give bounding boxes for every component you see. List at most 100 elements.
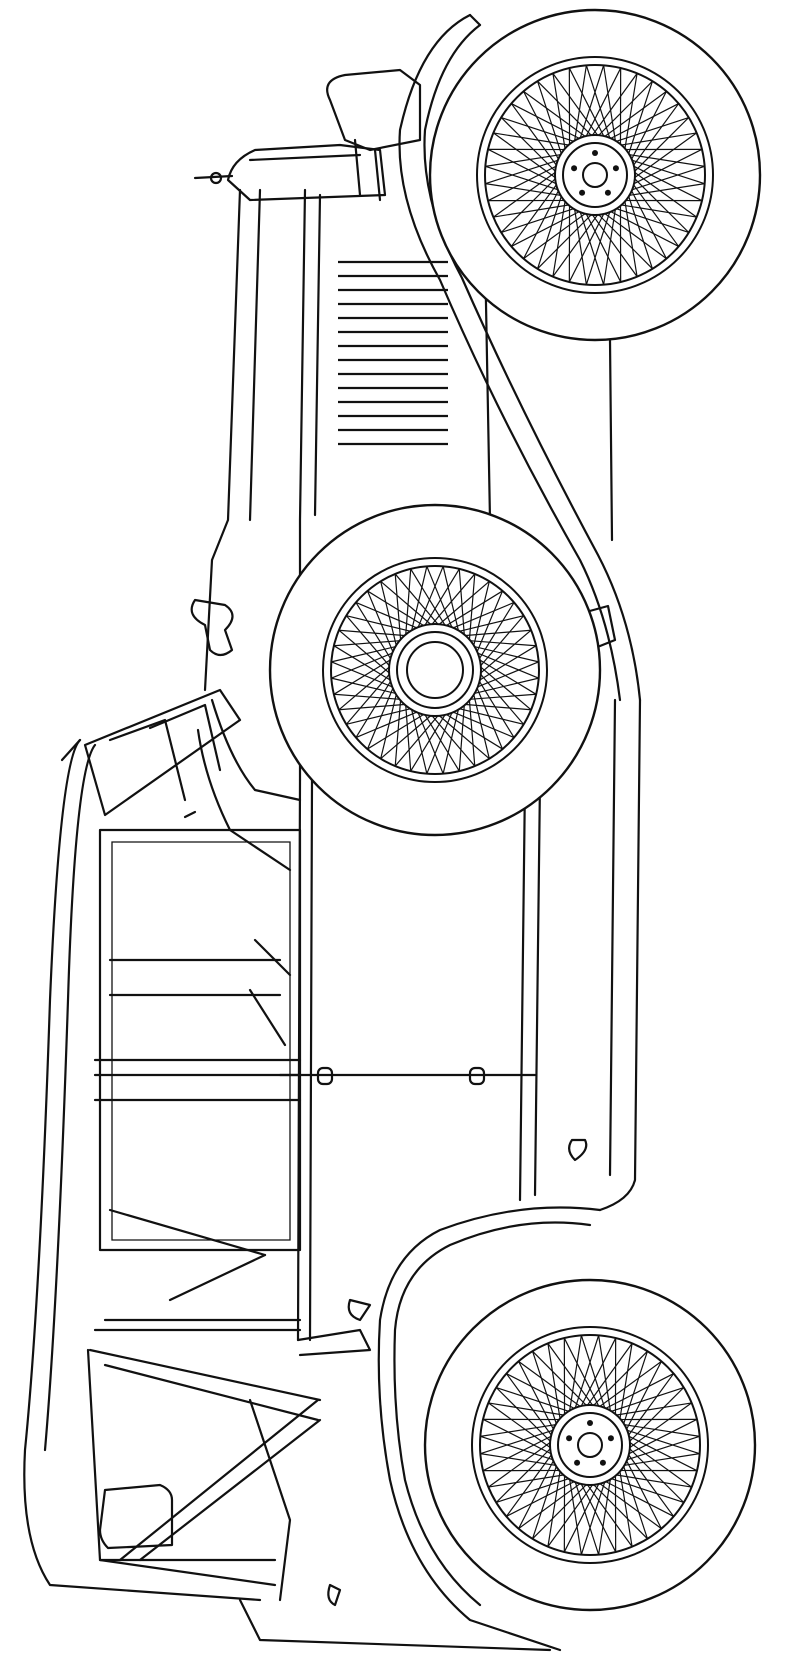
- wheel-spoke: [627, 159, 705, 184]
- wheel-spoke: [590, 1481, 647, 1539]
- wheel-bolt: [587, 1420, 593, 1426]
- door-hinge: [185, 812, 195, 817]
- wheel-spoke: [619, 1466, 632, 1546]
- front-fender-inner: [424, 25, 640, 700]
- wheel-bolt: [574, 1459, 581, 1466]
- wheel-spoke: [395, 695, 401, 766]
- wheel-spoke: [496, 1477, 573, 1502]
- headlamp-bar-2: [375, 150, 380, 200]
- door-frame-inner: [112, 842, 290, 1240]
- wheel-spoke: [339, 630, 410, 636]
- wheel-spoke: [624, 184, 705, 197]
- door-frame-outer: [100, 830, 300, 1250]
- wheel-spoke: [506, 1451, 554, 1517]
- wheel-spoke: [595, 81, 652, 139]
- wheel-spoke: [624, 196, 637, 276]
- front-fender-outer: [400, 15, 621, 700]
- rear-window: [100, 1485, 172, 1548]
- frame-rail: [610, 340, 612, 540]
- side-lamp: [192, 600, 233, 655]
- rear-quarter-step: [298, 1330, 370, 1355]
- wheel-spoke: [631, 118, 689, 175]
- wheel-spoke: [367, 591, 428, 629]
- wheel-spoke: [472, 651, 538, 678]
- wheel-spoke: [586, 207, 611, 285]
- wheel-spoke: [356, 677, 394, 738]
- wheel-spoke: [405, 700, 410, 771]
- wheel-bolt: [607, 1435, 614, 1442]
- top-inner-line: [45, 745, 95, 1450]
- wheel-spoke: [631, 169, 697, 217]
- wheel-spoke: [465, 640, 536, 645]
- wheel-spoke: [611, 118, 688, 143]
- wheel-spoke: [476, 602, 514, 663]
- wheel-spoke: [454, 707, 524, 724]
- wheel-spoke: [472, 581, 489, 651]
- hood-section: [195, 70, 490, 780]
- wheel-spoke: [410, 704, 427, 774]
- wheel-spoke: [579, 1479, 616, 1552]
- tail-lamp: [328, 1585, 340, 1605]
- wheel-hub-cap: [583, 163, 607, 187]
- wheel-spoke: [599, 1335, 612, 1416]
- wheel-spoke: [480, 1436, 558, 1461]
- wheel-rim: [323, 558, 547, 782]
- wheel-spoke: [624, 154, 705, 167]
- wheel-bolt: [604, 189, 611, 196]
- wheel-spoke: [579, 1338, 616, 1411]
- wheel-spoke: [346, 670, 393, 724]
- wheel-spoke: [574, 65, 587, 146]
- wheel-spoke: [616, 133, 696, 146]
- wheel-spoke: [488, 1474, 568, 1487]
- wheel-spoke: [443, 566, 460, 636]
- rear-seat-diag-2: [170, 1255, 265, 1300]
- wheel-spoke: [533, 1481, 590, 1539]
- wheel-spoke: [626, 1388, 684, 1445]
- wheel-spoke: [533, 1351, 558, 1428]
- wheel-spoke: [626, 1374, 674, 1440]
- wheel-spoke: [553, 211, 601, 277]
- wheel-spoke: [595, 211, 652, 269]
- wheel-spoke: [442, 711, 503, 749]
- top-front-tip: [62, 740, 80, 760]
- wheel-bolt: [612, 165, 619, 172]
- rear-fender: [379, 1208, 600, 1651]
- wheel-spoke: [604, 204, 617, 285]
- wheel-spoke: [548, 1343, 561, 1423]
- windscreen-strut-2: [150, 705, 220, 770]
- wheel-spoke: [622, 1351, 647, 1428]
- wheel-spoke: [488, 1439, 554, 1487]
- wheel-spoke: [480, 1429, 558, 1454]
- wheel-spoke: [381, 581, 435, 628]
- wheel-spoke: [624, 1456, 661, 1529]
- seat-diagonal-2: [255, 940, 290, 975]
- wheel-spoke: [589, 211, 637, 277]
- wheel-spoke: [511, 104, 584, 141]
- running-board-outer: [600, 700, 640, 1210]
- wheel-spoke: [519, 1361, 585, 1409]
- wheel-spoke: [483, 1419, 556, 1456]
- wheel-spoke: [601, 91, 667, 139]
- wheel-spoke: [493, 204, 573, 217]
- wheel-hub-cap: [578, 1433, 602, 1457]
- wheel-spoke: [584, 68, 621, 141]
- wheel-spoke: [381, 689, 398, 759]
- wheel-spoke: [538, 81, 563, 158]
- wheel-spoke: [626, 1451, 674, 1517]
- running-board-inner: [610, 700, 615, 1175]
- wheel-spoke: [395, 574, 441, 629]
- cowl-curve-2: [198, 730, 290, 870]
- wheel-spoke: [334, 657, 395, 694]
- wheel-spoke: [590, 1351, 647, 1409]
- wheel-spoke: [533, 1461, 558, 1538]
- hood-left-outline: [205, 190, 240, 690]
- wheel-spoke: [506, 1479, 579, 1516]
- wheel-spoke: [579, 65, 604, 143]
- hood-iron-3: [120, 1400, 318, 1560]
- wheel-spoke: [629, 186, 666, 259]
- convertible-top: [24, 740, 550, 1650]
- wheel-spoke: [601, 1374, 674, 1411]
- hood-iron-5: [250, 1400, 290, 1600]
- rear-bumper: [240, 1600, 550, 1650]
- windscreen-strut: [110, 720, 185, 800]
